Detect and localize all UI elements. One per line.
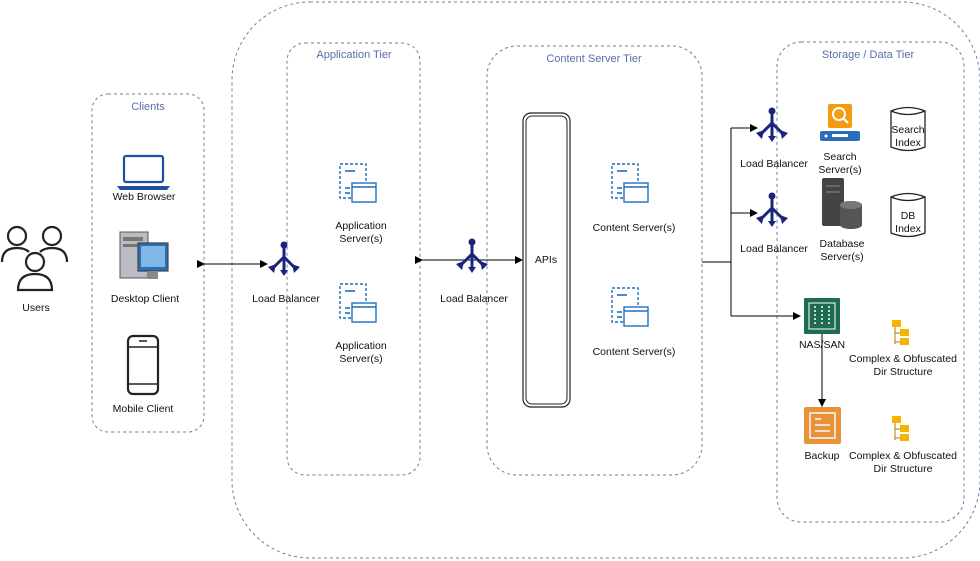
database-servers-label-line1: Database [820, 238, 865, 250]
search-index-label-line1: Search [891, 124, 924, 136]
search-server-icon [820, 104, 860, 141]
db-index-label-line1: DB [901, 210, 916, 222]
search-load-balancer-label: Load Balancer [740, 158, 808, 170]
mobile-client-label: Mobile Client [113, 403, 174, 415]
laptop-icon [117, 154, 170, 190]
desktop-client-label: Desktop Client [111, 293, 179, 305]
apis-label: APIs [535, 254, 557, 266]
load-balancer-icon [754, 106, 790, 144]
app-server-1-label-line1: Application [335, 220, 387, 232]
outer-system-boundary [231, 1, 980, 559]
content-server-icon [611, 287, 649, 327]
application-server-icon [339, 163, 377, 203]
users-label: Users [22, 302, 49, 314]
app-load-balancer-label: Load Balancer [252, 293, 320, 305]
content-server-2-label: Content Server(s) [593, 346, 676, 358]
search-servers-label-line1: Search [823, 151, 856, 163]
nas-san-storage-icon [804, 298, 840, 334]
users-icon [0, 225, 69, 292]
apis-gateway-box [522, 112, 571, 408]
db-load-balancer-label: Load Balancer [740, 243, 808, 255]
app-server-1-label-line2: Server(s) [339, 233, 382, 245]
load-balancer-icon [754, 191, 790, 229]
content-server-1-label: Content Server(s) [593, 222, 676, 234]
content-tier-label: Content Server Tier [546, 53, 642, 65]
dir-structure-1-label-line2: Dir Structure [874, 366, 933, 378]
application-tier-group [286, 42, 421, 476]
storage-tier-label: Storage / Data Tier [822, 49, 915, 61]
dir-structure-2-label-line2: Dir Structure [874, 463, 933, 475]
content-load-balancer-label: Load Balancer [440, 293, 508, 305]
backup-vault-icon [804, 407, 841, 444]
db-index-label-line2: Index [895, 223, 921, 235]
nas-san-label: NAS/SAN [799, 339, 845, 351]
folder-tree-icon [891, 415, 910, 442]
backup-label: Backup [804, 450, 839, 462]
database-servers-label-line2: Server(s) [820, 251, 863, 263]
database-server-icon [822, 178, 862, 229]
app-server-2-label-line1: Application [335, 340, 387, 352]
clients-tier-label: Clients [131, 101, 165, 113]
folder-tree-icon [891, 319, 910, 346]
storage-data-tier-group [776, 41, 965, 523]
mobile-phone-icon [126, 334, 160, 396]
desktop-computer-icon [119, 231, 169, 279]
apis-gateway-inner [525, 115, 568, 405]
app-server-2-label-line2: Server(s) [339, 353, 382, 365]
content-server-icon [611, 163, 649, 203]
search-servers-label-line2: Server(s) [818, 164, 861, 176]
load-balancer-icon [266, 240, 302, 278]
search-index-label-line2: Index [895, 137, 921, 149]
dir-structure-2-label-line1: Complex & Obfuscated [849, 450, 957, 462]
edge-content-to-storage [702, 128, 732, 316]
application-server-icon [339, 283, 377, 323]
application-tier-label: Application Tier [316, 49, 392, 61]
web-browser-label: Web Browser [113, 191, 176, 203]
load-balancer-icon [454, 237, 490, 275]
clients-group [91, 93, 205, 433]
dir-structure-1-label-line1: Complex & Obfuscated [849, 353, 957, 365]
